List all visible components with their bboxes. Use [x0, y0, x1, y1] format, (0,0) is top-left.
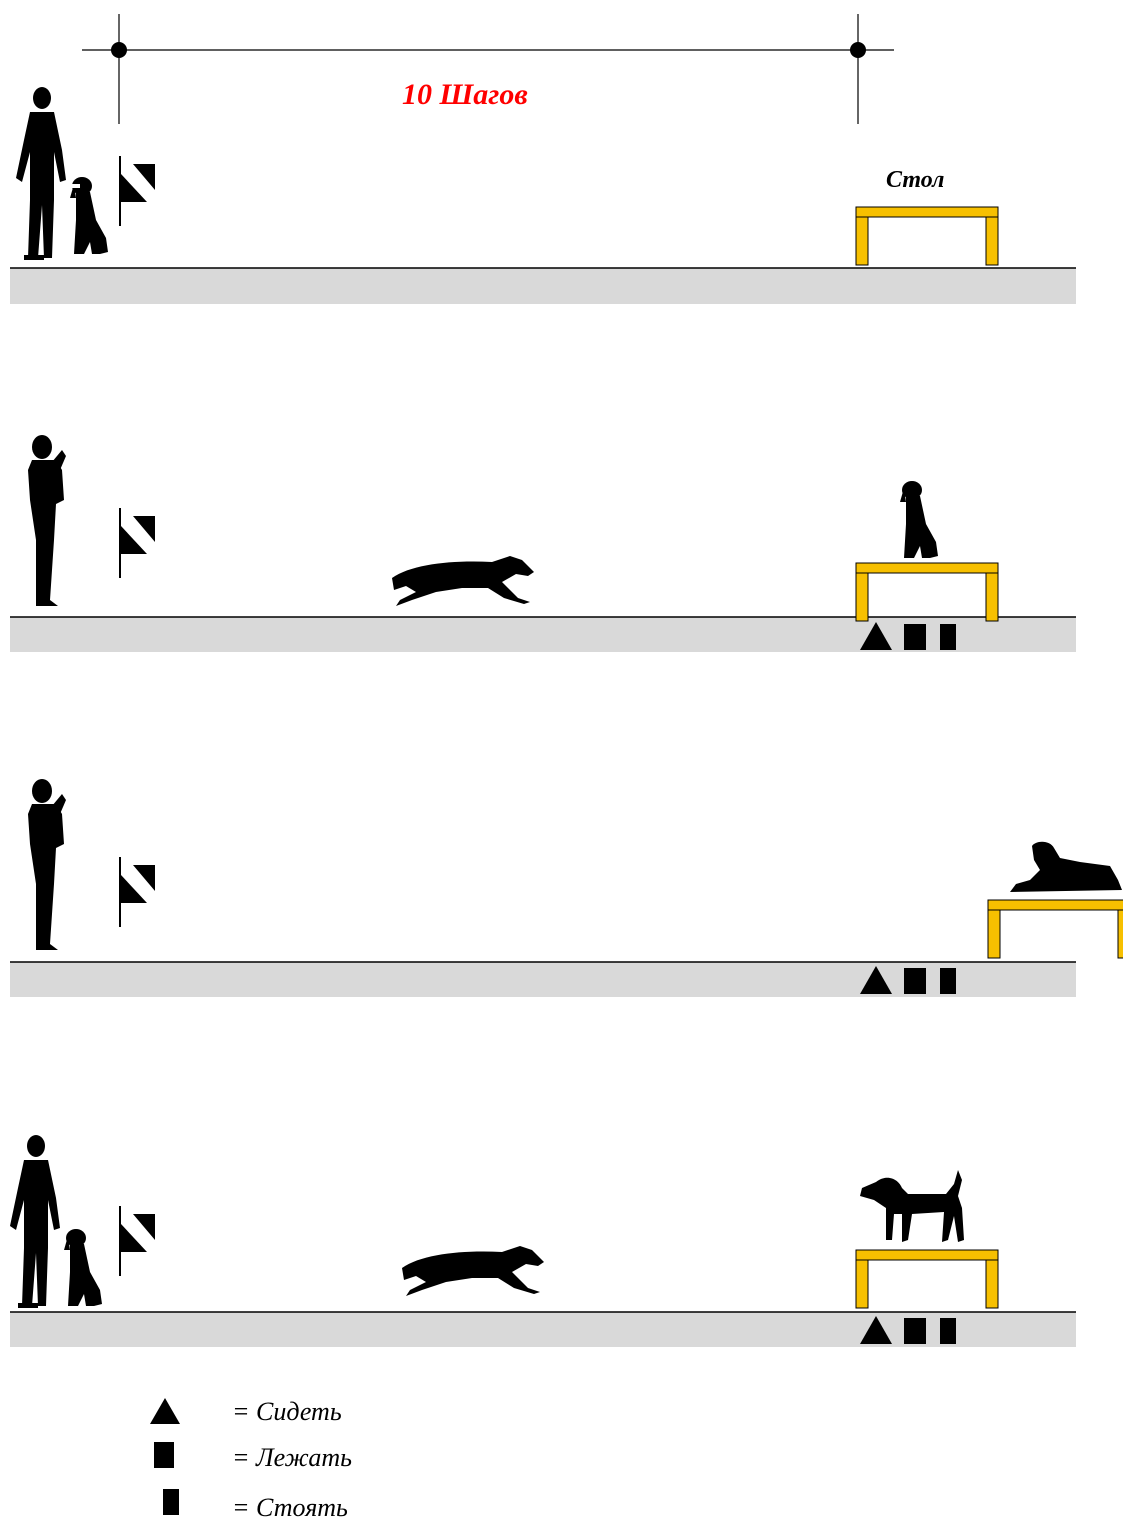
position-symbols	[860, 1316, 956, 1344]
flag-icon	[119, 508, 155, 578]
legend-sit-label: = Сидеть	[232, 1397, 342, 1427]
standing-dog-icon	[860, 1170, 964, 1242]
position-symbols	[860, 622, 956, 650]
position-symbols	[860, 966, 956, 994]
lying-dog-icon	[1010, 842, 1122, 892]
stand-bar-icon	[163, 1489, 179, 1515]
flag-icon	[119, 1206, 155, 1276]
flag-icon	[119, 156, 155, 226]
sitting-dog-icon	[70, 177, 108, 254]
row-3	[10, 779, 1123, 997]
ground	[10, 268, 1076, 304]
handler-silhouette-icon	[28, 435, 66, 606]
row-4	[10, 1135, 1076, 1347]
handler-silhouette-icon	[16, 87, 66, 260]
running-dog-icon	[402, 1246, 544, 1296]
sitting-dog-icon	[900, 481, 938, 558]
legend-down-label: = Лежать	[232, 1443, 352, 1473]
running-dog-icon	[392, 556, 534, 606]
table	[988, 900, 1123, 958]
table	[856, 207, 998, 265]
legend	[150, 1398, 180, 1515]
row-2	[10, 435, 1076, 652]
legend-stand-label: = Стоять	[232, 1493, 348, 1523]
sit-triangle-icon	[150, 1398, 180, 1424]
handler-silhouette-icon	[10, 1135, 60, 1308]
down-square-icon	[154, 1442, 174, 1468]
table	[856, 1250, 998, 1308]
row-1	[10, 87, 1076, 304]
flag-icon	[119, 857, 155, 927]
distance-label: 10 Шагов	[402, 78, 528, 112]
table-label: Стол	[886, 167, 944, 194]
sitting-dog-icon	[64, 1229, 102, 1306]
table	[856, 563, 998, 621]
handler-silhouette-icon	[28, 779, 66, 950]
